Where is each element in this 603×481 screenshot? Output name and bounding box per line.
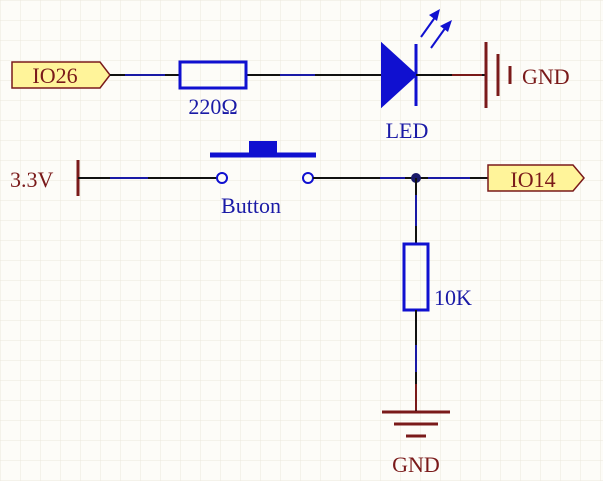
led-label: LED	[386, 118, 429, 143]
gnd-bottom-label: GND	[392, 452, 440, 477]
resistor-10k-label: 10K	[434, 285, 472, 310]
vcc-label: 3.3V	[10, 167, 54, 192]
ground-bottom-symbol	[382, 410, 450, 438]
io14-label: IO14	[510, 167, 555, 192]
resistor-220-symbol	[178, 60, 248, 90]
io14-port: IO14	[487, 164, 585, 192]
gnd-top-label: GND	[522, 64, 570, 89]
ground-top-symbol	[484, 42, 512, 108]
io26-label: IO26	[32, 63, 77, 88]
io26-port: IO26	[11, 61, 111, 89]
button-symbol	[210, 141, 316, 184]
resistor-220-label: 220Ω	[188, 94, 237, 119]
button-label: Button	[221, 193, 281, 218]
